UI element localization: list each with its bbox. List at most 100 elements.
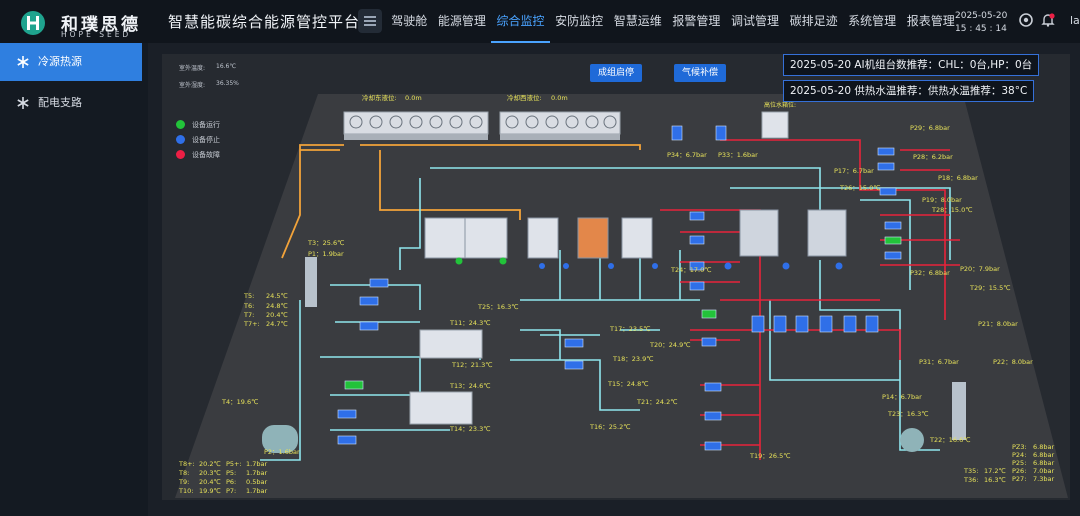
reading-T17: T17：23.5℃ bbox=[609, 325, 651, 333]
plant-schematic: 冷却东液位: 0.0m 冷却西液位: 0.0m 高位水箱位: T3：25.6℃ … bbox=[175, 93, 1068, 498]
reading-P18: P18：6.8bar bbox=[938, 174, 978, 182]
left-group-key: T7: bbox=[243, 311, 254, 319]
bl-key2: P7: bbox=[226, 487, 236, 495]
nav-monitoring[interactable]: 综合监控 bbox=[491, 0, 550, 43]
reading-T19: T19：26.5℃ bbox=[749, 452, 791, 460]
reading-T24: T24：17.0℃ bbox=[670, 266, 712, 274]
brand-logo[interactable]: 和璞思德 HOPE SEED bbox=[8, 4, 148, 40]
bl-key: T10: bbox=[178, 487, 193, 495]
bl-key2: P6: bbox=[226, 478, 236, 486]
reading-T15: T15：24.8℃ bbox=[607, 380, 649, 388]
nav-alarms[interactable]: 报警管理 bbox=[672, 14, 721, 28]
legend-label: 设备故障 bbox=[192, 151, 220, 159]
buffer-tank-upper[interactable] bbox=[419, 329, 483, 359]
br-temp-key: T35: bbox=[963, 467, 978, 475]
nav-maintenance[interactable]: 智慧运维 bbox=[613, 14, 662, 28]
reading-T3: T3：25.6℃ bbox=[307, 239, 344, 247]
reading-T22: T22：16.6℃ bbox=[929, 436, 971, 444]
reading-T23: T23：16.3℃ bbox=[887, 410, 929, 418]
br-value: 6.8bar bbox=[1033, 443, 1054, 451]
reading-T16: T16：25.2℃ bbox=[589, 423, 631, 431]
nav-system[interactable]: 系统管理 bbox=[848, 14, 897, 28]
bl-value: 20.4℃ bbox=[199, 478, 221, 486]
snowflake-icon bbox=[17, 97, 29, 109]
bl-key: T9: bbox=[178, 478, 189, 486]
bl-key: T8+: bbox=[178, 460, 195, 468]
nav-security[interactable]: 安防监控 bbox=[555, 14, 604, 28]
header-time: 15 : 45 : 14 bbox=[955, 24, 1007, 34]
user-name[interactable]: la bbox=[1070, 14, 1080, 27]
settings-icon[interactable] bbox=[1018, 12, 1034, 28]
br-key: PZ3: bbox=[1012, 443, 1027, 451]
legend-label: 设备运行 bbox=[192, 121, 220, 129]
status-dots bbox=[455, 257, 843, 270]
chiller-units[interactable] bbox=[424, 209, 847, 259]
sidebar-item-cold-heat-source[interactable]: 冷源热源 bbox=[0, 43, 142, 81]
menu-icon-line bbox=[364, 24, 376, 26]
brand-name: 和璞思德 bbox=[61, 15, 141, 35]
br-key: P24: bbox=[1012, 451, 1026, 459]
main-nav: 驾驶舱 能源管理 综合监控 安防监控 智慧运维 报警管理 调试管理 碳排足迹 系… bbox=[386, 0, 960, 43]
datetime: 2025-05-20 15 : 45 : 14 bbox=[955, 10, 1007, 36]
ai-unit-recommendation: 2025-05-20 AI机组台数推荐：CHL：0台,HP：0台 bbox=[783, 54, 1040, 76]
br-key: P27: bbox=[1012, 475, 1026, 483]
bl-value2: 1.7bar bbox=[246, 487, 267, 495]
tank-level-east-value: 0.0m bbox=[405, 94, 422, 102]
logo-mark-icon bbox=[21, 11, 45, 35]
reading-P29: P29：6.8bar bbox=[910, 124, 950, 132]
nav-debug[interactable]: 调试管理 bbox=[730, 14, 779, 28]
nav-energy[interactable]: 能源管理 bbox=[437, 14, 486, 28]
group-start-stop-button[interactable]: 成组启停 bbox=[590, 64, 643, 82]
menu-icon bbox=[364, 16, 376, 18]
nav-carbon[interactable]: 碳排足迹 bbox=[789, 14, 838, 28]
br-temp-value: 16.3℃ bbox=[984, 476, 1006, 484]
reading-P20: P20：7.9bar bbox=[960, 265, 1000, 273]
left-manifold bbox=[305, 257, 317, 307]
cooling-tower-group-west[interactable] bbox=[499, 111, 621, 140]
bell-icon[interactable] bbox=[1040, 12, 1056, 28]
left-group-key: T5: bbox=[243, 292, 254, 300]
reading-T12: T12：21.3℃ bbox=[451, 361, 493, 369]
reading-P28: P28：6.2bar bbox=[913, 153, 953, 161]
snowflake-icon bbox=[17, 56, 29, 68]
menu-toggle-button[interactable] bbox=[358, 9, 382, 33]
bl-value2: 1.7bar bbox=[246, 460, 267, 468]
reading-T11: T11：24.3℃ bbox=[449, 319, 491, 327]
reading-P22: P22：8.0bar bbox=[993, 358, 1033, 366]
left-group-value: 24.8℃ bbox=[266, 302, 288, 310]
nav-cockpit[interactable]: 驾驶舱 bbox=[391, 14, 428, 28]
high-level-tank[interactable] bbox=[761, 111, 789, 139]
outdoor-temp-label: 室外温度: bbox=[179, 65, 206, 72]
nav-reports[interactable]: 报表管理 bbox=[906, 14, 955, 28]
reading-T14: T14：23.3℃ bbox=[449, 425, 491, 433]
reading-P1: P1：1.9bar bbox=[308, 250, 344, 258]
left-expansion-tank bbox=[262, 425, 298, 453]
br-value: 7.0bar bbox=[1033, 467, 1054, 475]
br-value: 6.8bar bbox=[1033, 451, 1054, 459]
reading-P14: P14：6.7bar bbox=[882, 393, 922, 401]
supply-temp-recommendation: 2025-05-20 供热水温推荐：供热水温推荐：38°C bbox=[783, 80, 1035, 102]
bl-key: T8: bbox=[178, 469, 189, 477]
bl-key2: P5+: bbox=[226, 460, 242, 468]
bl-value: 20.3℃ bbox=[199, 469, 221, 477]
br-temp-key: T36: bbox=[963, 476, 978, 484]
top-bar: 和璞思德 HOPE SEED 智慧能碳综合能源管控平台 驾驶舱 能源管理 综合监… bbox=[0, 0, 1080, 44]
reading-P2: P2：1.6bar bbox=[264, 448, 300, 456]
sidebar-item-label: 配电支路 bbox=[38, 96, 82, 109]
left-sensor-group: T5:24.5℃ T6:24.8℃ T7:20.4℃ T7+:24.7℃ bbox=[243, 292, 288, 328]
buffer-tank-lower[interactable] bbox=[409, 391, 473, 425]
reading-T4: T4：19.6℃ bbox=[221, 398, 258, 406]
reading-T21: T21：24.2℃ bbox=[636, 398, 678, 406]
reading-T29: T29：15.5℃ bbox=[969, 284, 1011, 292]
plant-floor bbox=[175, 94, 1068, 498]
high-tank-label: 高位水箱位: bbox=[764, 101, 796, 109]
pump-units[interactable] bbox=[337, 125, 902, 451]
tank-level-east-label: 冷却东液位: bbox=[362, 93, 397, 102]
right-expansion-tank bbox=[900, 428, 924, 452]
br-key: P26: bbox=[1012, 467, 1026, 475]
supply-water-pipes bbox=[260, 167, 951, 461]
climate-compensation-button[interactable]: 气候补偿 bbox=[674, 64, 727, 82]
reading-P32: P32：6.8bar bbox=[910, 269, 950, 277]
bl-value2: 0.5bar bbox=[246, 478, 267, 486]
sidebar-item-power-branch[interactable]: 配电支路 bbox=[0, 84, 142, 122]
